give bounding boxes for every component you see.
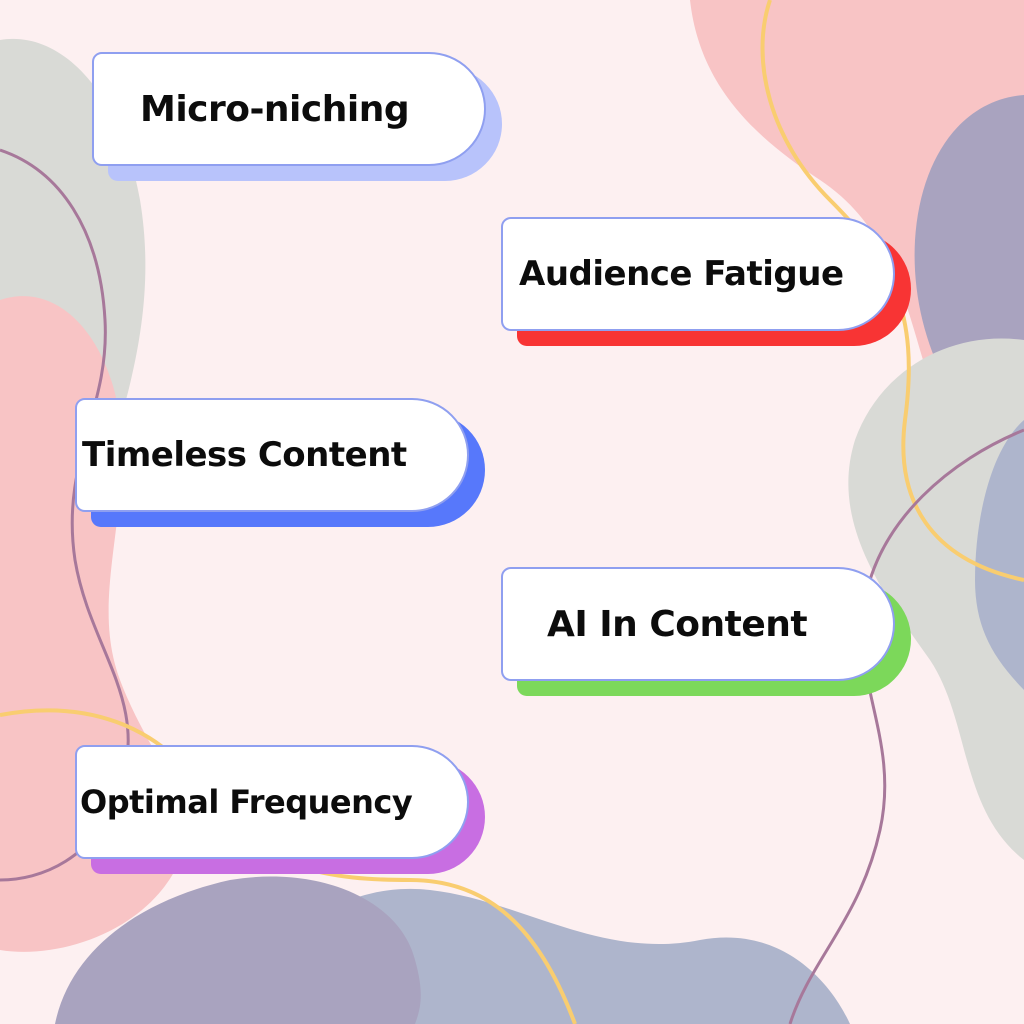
wave-right-mauve: [788, 428, 1024, 1024]
topic-card-audience-fatigue: Audience Fatigue: [501, 217, 911, 346]
card-pill: Optimal Frequency: [75, 745, 469, 859]
card-pill: Micro-niching: [92, 52, 486, 166]
topic-card-micro-niching: Micro-niching: [92, 52, 502, 181]
card-pill: Timeless Content: [75, 398, 469, 512]
topic-label: Timeless Content: [82, 435, 407, 475]
topic-label: Micro-niching: [140, 88, 410, 130]
topic-card-ai-in-content: AI In Content: [501, 567, 911, 696]
topic-label: Optimal Frequency: [80, 783, 413, 821]
blob-right-bluegray: [975, 420, 1024, 690]
topic-card-timeless-content: Timeless Content: [75, 398, 485, 527]
blob-right-gray: [848, 338, 1024, 860]
blob-bottom-mauve: [55, 876, 421, 1024]
topic-label: AI In Content: [547, 603, 808, 645]
topic-label: Audience Fatigue: [519, 254, 844, 294]
card-pill: Audience Fatigue: [501, 217, 895, 331]
topic-card-optimal-frequency: Optimal Frequency: [75, 745, 485, 874]
card-pill: AI In Content: [501, 567, 895, 681]
